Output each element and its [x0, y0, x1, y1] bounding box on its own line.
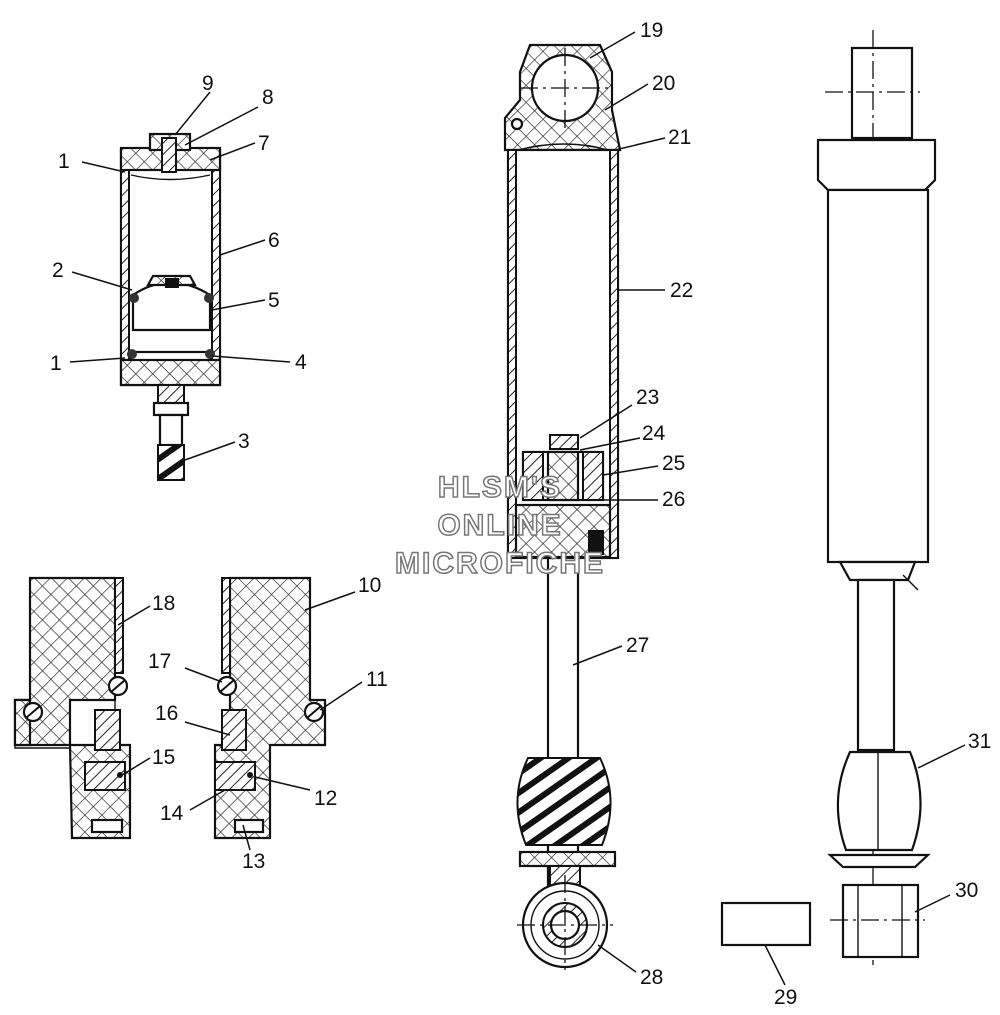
watermark-line-1: HLSM'S	[438, 471, 562, 504]
callout-6: 6	[268, 229, 280, 252]
callout-10: 10	[358, 574, 381, 597]
callout-21: 21	[668, 126, 691, 149]
callout-27: 27	[626, 634, 649, 657]
callout-12: 12	[314, 787, 337, 810]
callout-2: 2	[52, 259, 64, 282]
watermark: HLSM'S ONLINE MICROFICHE	[394, 470, 605, 581]
callout-16: 16	[155, 702, 178, 725]
callout-19: 19	[640, 19, 663, 42]
callout-4: 4	[295, 351, 307, 374]
callout-29: 29	[774, 986, 797, 1009]
callout-23: 23	[636, 386, 659, 409]
callout-8: 8	[262, 86, 274, 109]
callout-22: 22	[670, 279, 693, 302]
callout-labels: 1 1 2 3 4 5 6 7 8 9 10 11 12 13 14 15 16…	[50, 19, 991, 1009]
callout-11: 11	[366, 668, 388, 691]
callout-9: 9	[202, 72, 214, 95]
callout-1-top: 1	[58, 150, 70, 173]
callout-26: 26	[662, 488, 685, 511]
reservoir-assembly	[119, 132, 222, 481]
callout-13: 13	[242, 850, 265, 873]
callout-3: 3	[238, 430, 250, 453]
leader-lines	[69, 31, 966, 986]
callout-14: 14	[160, 802, 184, 825]
callout-24: 24	[642, 422, 666, 445]
seal-head-cross-section	[13, 576, 327, 840]
callout-18: 18	[152, 592, 175, 615]
callout-7: 7	[258, 132, 270, 155]
spacer-sleeve	[720, 901, 812, 947]
callout-20: 20	[652, 72, 675, 95]
watermark-line-2: ONLINE	[437, 509, 562, 542]
shock-external-view	[816, 30, 937, 965]
callout-5: 5	[268, 289, 280, 312]
watermark-line-3: MICROFICHE	[395, 547, 605, 580]
callout-15: 15	[152, 746, 175, 769]
callout-17: 17	[148, 650, 171, 673]
callout-31: 31	[968, 730, 991, 753]
shock-body-section	[503, 43, 622, 970]
callout-1-bottom: 1	[50, 352, 62, 375]
callout-28: 28	[640, 966, 663, 989]
callout-25: 25	[662, 452, 685, 475]
callout-30: 30	[955, 879, 978, 902]
